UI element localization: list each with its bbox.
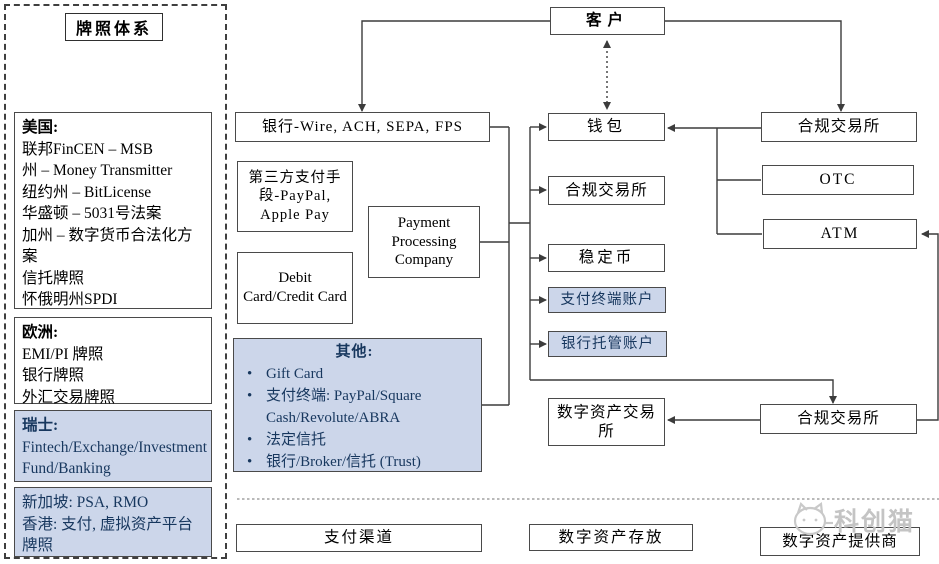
node-exchange-mid: 合规交易所 bbox=[548, 176, 665, 205]
bullet-item: 支付终端: PayPal/Square Cash/Revolute/ABRA bbox=[234, 385, 475, 429]
node-terminal-account: 支付终端账户 bbox=[548, 287, 666, 313]
panel-section-singapore-hk: 新加坡: PSA, RMO 香港: 支付, 虚拟资产平台牌照 bbox=[14, 487, 212, 557]
other-bullet-list: Gift Card支付终端: PayPal/Square Cash/Revolu… bbox=[234, 363, 475, 473]
section-body: 联邦FinCEN – MSB 州 – Money Transmitter 纽约州… bbox=[22, 140, 193, 309]
section-heading: 欧洲: bbox=[22, 324, 59, 341]
connector-customer-to-exchange-top bbox=[665, 20, 845, 112]
connector-left-collector bbox=[480, 126, 510, 406]
node-exchange-top-right: 合规交易所 bbox=[761, 112, 917, 142]
section-body: Fintech/Exchange/Investment Fund/Banking bbox=[22, 438, 208, 478]
node-stablecoin: 稳定币 bbox=[548, 244, 665, 272]
node-customer: 客户 bbox=[550, 7, 665, 35]
node-custody-account: 银行托管账户 bbox=[548, 331, 667, 357]
node-exchange-bottom-right: 合规交易所 bbox=[760, 404, 917, 434]
node-atm: ATM bbox=[763, 219, 917, 249]
bullet-item: 法定信托 bbox=[234, 429, 475, 451]
node-wallet: 钱包 bbox=[548, 113, 665, 141]
node-third-party-payment: 第三方支付手段-PayPal, Apple Pay bbox=[237, 161, 353, 232]
bullet-item: 银行/Broker/信托 (Trust) bbox=[234, 451, 475, 473]
panel-section-switzerland: 瑞士: Fintech/Exchange/Investment Fund/Ban… bbox=[14, 410, 212, 482]
node-payment-processing-company: Payment Processing Company bbox=[368, 206, 480, 278]
bullet-item: Gift Card bbox=[234, 363, 475, 385]
section-heading: 瑞士: bbox=[22, 417, 59, 434]
node-pay-channel: 支付渠道 bbox=[236, 524, 482, 552]
panel-title: 牌照体系 bbox=[65, 13, 163, 41]
node-bank-rails: 银行-Wire, ACH, SEPA, FPS bbox=[235, 112, 490, 142]
node-asset-storage: 数字资产存放 bbox=[529, 524, 693, 551]
node-digital-asset-exchange: 数字资产交易所 bbox=[548, 398, 665, 446]
section-heading: 美国: bbox=[22, 119, 59, 136]
node-otc: OTC bbox=[762, 165, 914, 195]
connector-exchange-bottom-to-atm bbox=[917, 230, 939, 421]
other-title: 其他: bbox=[335, 344, 374, 360]
connector-customer-to-bank bbox=[358, 20, 552, 112]
panel-section-usa: 美国: 联邦FinCEN – MSB 州 – Money Transmitter… bbox=[14, 112, 212, 309]
node-other: 其他: Gift Card支付终端: PayPal/Square Cash/Re… bbox=[233, 338, 482, 473]
connector-right-branch bbox=[716, 128, 762, 235]
section-body: 新加坡: PSA, RMO 香港: 支付, 虚拟资产平台牌照 bbox=[22, 494, 193, 554]
panel-section-europe: 欧洲: EMI/PI 牌照 银行牌照 外汇交易牌照 bbox=[14, 317, 212, 406]
node-asset-provider: 数字资产提供商 bbox=[760, 527, 920, 556]
node-debit-credit-card: Debit Card/Credit Card bbox=[237, 252, 353, 324]
section-body: EMI/PI 牌照 银行牌照 外汇交易牌照 bbox=[22, 345, 116, 406]
